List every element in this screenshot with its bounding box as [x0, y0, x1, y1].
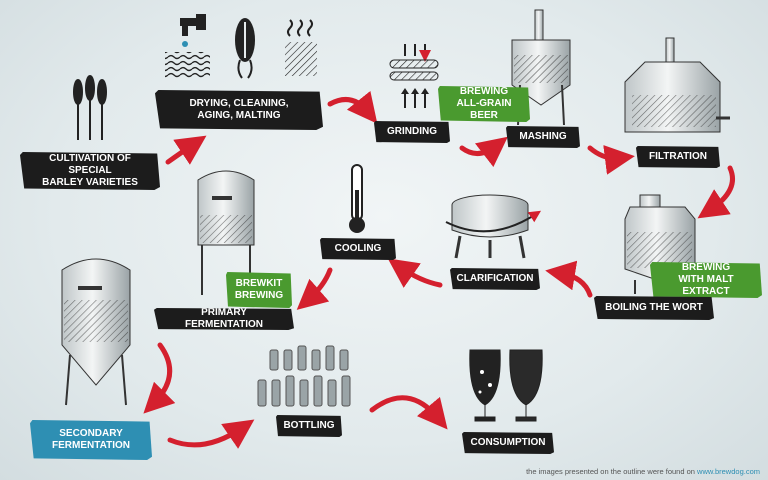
- bottling-label: BOTTLING: [276, 415, 342, 437]
- secondary-fermenter-icon: [61, 258, 131, 406]
- thermometer-icon: [349, 164, 365, 233]
- grinder-icon: [389, 44, 439, 108]
- water-tap-icon: [165, 14, 210, 78]
- primary-fermentation-label: PRIMARY FERMENTATION: [154, 308, 294, 330]
- brewkit-brewing-label: BREWKIT BREWING: [226, 272, 292, 308]
- brewing-malt-extract-label: BREWING WITH MALT EXTRACT: [650, 262, 762, 298]
- drying-label: DRYING, CLEANING, AGING, MALTING: [155, 90, 323, 130]
- secondary-fermentation-label: SECONDARY FERMENTATION: [30, 420, 152, 460]
- credit-text: the images presented on the outline were…: [526, 467, 695, 476]
- process-arrows: [143, 90, 735, 449]
- clarification-label: CLARIFICATION: [450, 268, 540, 290]
- filtration-label: FILTRATION: [636, 146, 720, 168]
- drying-heat-icon: [285, 19, 317, 76]
- mash-tun-icon: [511, 9, 571, 126]
- credit-link[interactable]: www.brewdog.com: [697, 467, 760, 476]
- cooling-label: COOLING: [320, 238, 396, 260]
- beer-glasses-icon: [469, 349, 543, 422]
- boiling-wort-label: BOILING THE WORT: [594, 296, 714, 320]
- consumption-label: CONSUMPTION: [462, 432, 554, 454]
- cultivation-label: CULTIVATION OF SPECIAL BARLEY VARIETIES: [20, 152, 160, 190]
- barley-icon: [73, 75, 107, 140]
- brewing-all-grain-label: BREWING ALL-GRAIN BEER: [438, 86, 530, 122]
- grinding-label: GRINDING: [374, 121, 450, 143]
- bottles-icon: [257, 345, 351, 407]
- sprouting-seed-icon: [235, 18, 255, 79]
- whirlpool-vessel-icon: [445, 194, 542, 259]
- source-credit: the images presented on the outline were…: [526, 467, 760, 476]
- mashing-label: MASHING: [506, 126, 580, 148]
- lauter-tun-icon: [624, 37, 730, 133]
